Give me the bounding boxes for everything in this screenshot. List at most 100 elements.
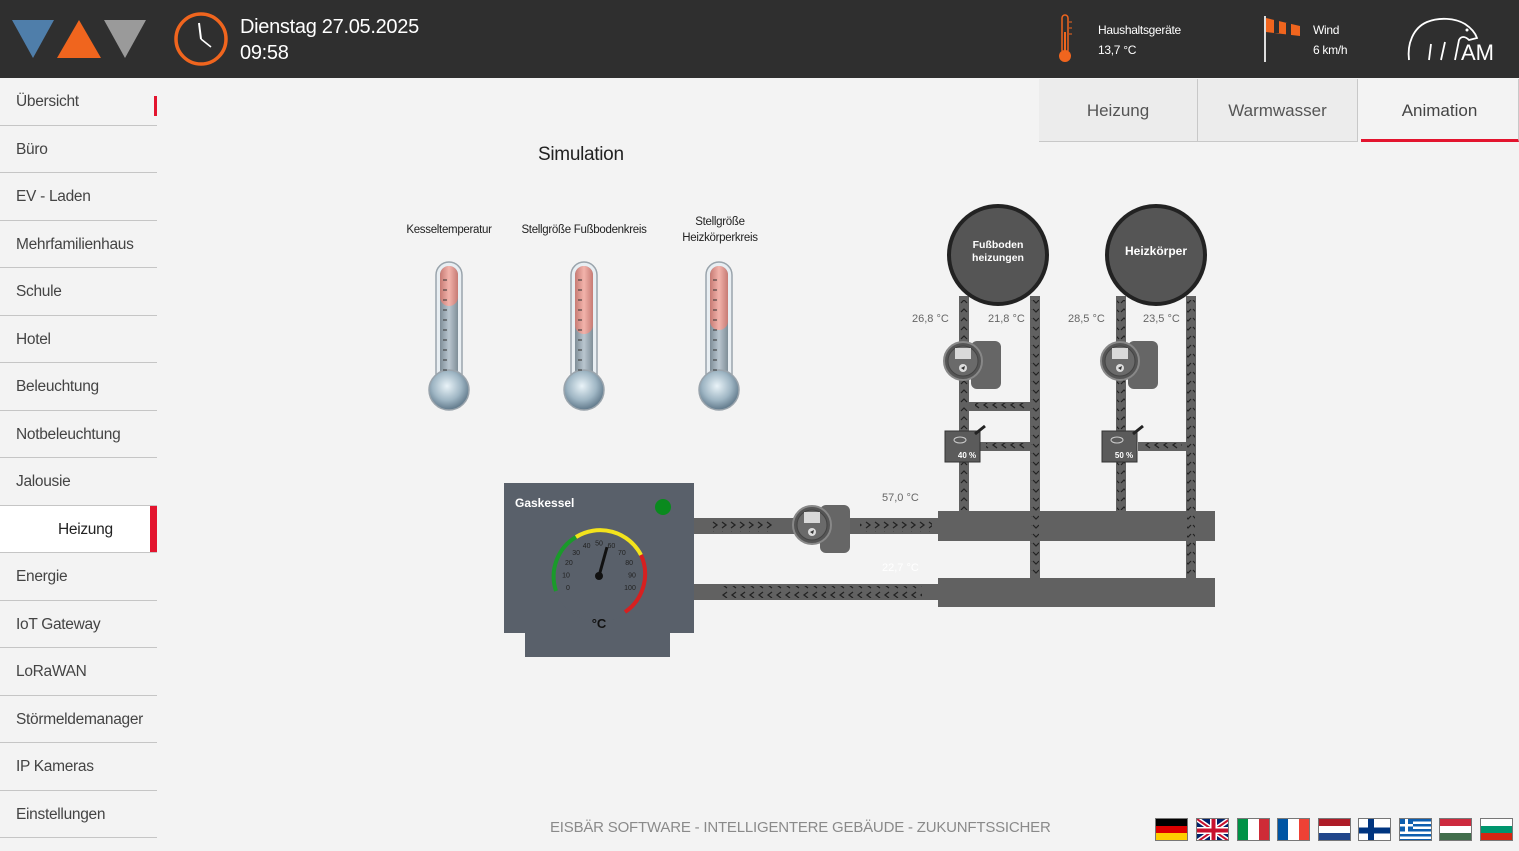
current-date: Dienstag 27.05.2025 bbox=[240, 16, 419, 38]
boiler-status-led bbox=[655, 499, 671, 515]
floor-heating-pump[interactable] bbox=[943, 340, 1002, 390]
flag-uk-icon[interactable] bbox=[1196, 818, 1229, 841]
floor-heating-valve-position: 40 % bbox=[958, 451, 976, 460]
eisbaer-brand-logo: AM bbox=[1407, 17, 1494, 64]
sidebar-item-notbeleuchtung[interactable]: Notbeleuchtung bbox=[0, 410, 157, 458]
flag-gr-icon[interactable] bbox=[1399, 818, 1432, 841]
wind-value: 6 km/h bbox=[1313, 43, 1348, 57]
sidebar-item-label: EV - Laden bbox=[16, 188, 91, 205]
sidebar-item-iot-gateway[interactable]: IoT Gateway bbox=[0, 600, 157, 648]
flag-fi-icon[interactable] bbox=[1358, 818, 1391, 841]
radiator-valve-position: 50 % bbox=[1115, 451, 1133, 460]
radiator-consumer[interactable] bbox=[1105, 204, 1207, 306]
supply-manifold bbox=[938, 511, 1215, 541]
flag-nl-icon[interactable] bbox=[1318, 818, 1351, 841]
appliances-label: Haushaltsgeräte bbox=[1098, 23, 1181, 37]
date-time: Dienstag 27.05.2025 09:58 bbox=[240, 14, 419, 66]
flag-it-icon[interactable] bbox=[1237, 818, 1270, 841]
clock-icon bbox=[174, 12, 228, 66]
supply-temperature: 57,0 °C bbox=[882, 492, 919, 504]
consumer-label-line: Heizkörper bbox=[1125, 244, 1187, 258]
sidebar-item-label: Schule bbox=[16, 283, 62, 300]
sidebar-item-stoermeldemanager[interactable]: Störmeldemanager bbox=[0, 695, 157, 743]
gauge-tick-label: 90 bbox=[628, 572, 636, 579]
flag-fr-icon[interactable] bbox=[1277, 818, 1310, 841]
sidebar-item-label: IoT Gateway bbox=[16, 615, 101, 633]
gauge-unit: °C bbox=[592, 616, 607, 631]
radiator-mixing-valve[interactable] bbox=[1101, 424, 1144, 463]
sidebar-item-label: Beleuchtung bbox=[16, 378, 99, 395]
windsock-icon bbox=[1264, 16, 1300, 62]
sidebar-item-label: Hotel bbox=[16, 330, 51, 348]
floor-heating-return-temp: 21,8 °C bbox=[988, 313, 1025, 325]
appliances-stat: Haushaltsgeräte 13,7 °C bbox=[1098, 20, 1181, 60]
gauge-tick-label: 0 bbox=[566, 585, 570, 592]
wind-label: Wind bbox=[1313, 23, 1340, 37]
sidebar-item-beleuchtung[interactable]: Beleuchtung bbox=[0, 363, 157, 411]
active-marker bbox=[154, 96, 157, 116]
flag-bg-icon[interactable] bbox=[1480, 818, 1513, 841]
footer-tagline: EISBÄR SOFTWARE - INTELLIGENTERE GEBÄUDE… bbox=[550, 819, 1051, 836]
label-line: Kesseltemperatur bbox=[406, 224, 492, 236]
gauge-tick-label: 60 bbox=[608, 543, 616, 550]
flag-hu-icon[interactable] bbox=[1439, 818, 1472, 841]
sidebar-item-ip-kameras[interactable]: IP Kameras bbox=[0, 743, 157, 791]
thermometer-boiler bbox=[428, 261, 470, 411]
consumer-label-line: Fußboden bbox=[973, 239, 1024, 251]
sidebar-item-label: Heizung bbox=[58, 520, 113, 538]
return-manifold bbox=[938, 578, 1215, 607]
gauge-tick-label: 30 bbox=[572, 550, 580, 557]
gauge-tick-label: 80 bbox=[625, 560, 633, 567]
tab-heizung[interactable]: Heizung bbox=[1039, 79, 1198, 142]
label-line: Heizkörperkreis bbox=[682, 232, 758, 244]
sidebar-item-energie[interactable]: Energie bbox=[0, 553, 157, 601]
gauge-tick-label: 40 bbox=[583, 543, 591, 550]
boiler-label: Gaskessel bbox=[515, 496, 574, 510]
floor-heating-mixing-valve[interactable] bbox=[944, 424, 986, 463]
radiator-pump[interactable] bbox=[1100, 340, 1159, 390]
sidebar-item-schule[interactable]: Schule bbox=[0, 268, 157, 316]
sidebar-item-lorawan[interactable]: LoRaWAN bbox=[0, 648, 157, 696]
sidebar-item-label: Jalousie bbox=[16, 473, 71, 490]
gauge-tick-label: 10 bbox=[562, 572, 570, 579]
floor-heating-consumer[interactable] bbox=[947, 204, 1049, 306]
sidebar-item-label: Mehrfamilienhaus bbox=[16, 235, 134, 253]
radiator-flow-temp: 28,5 °C bbox=[1068, 313, 1105, 325]
consumer-label-line: heizungen bbox=[972, 252, 1024, 264]
sidebar-item-label: Büro bbox=[16, 140, 48, 158]
brand-text: AM bbox=[1461, 40, 1494, 64]
floor-heating-flow-temp: 26,8 °C bbox=[912, 313, 949, 325]
sidebar-item-heizung[interactable]: Heizung bbox=[0, 505, 157, 553]
boiler-pump[interactable] bbox=[792, 504, 851, 554]
thermometer-label-floor: Stellgröße Fußbodenkreis bbox=[514, 222, 654, 238]
sidebar-item-jalousie[interactable]: Jalousie bbox=[0, 458, 157, 506]
simulation-title: Simulation bbox=[538, 144, 624, 165]
gauge-tick-label: 70 bbox=[618, 550, 626, 557]
flag-de-icon[interactable] bbox=[1155, 818, 1188, 841]
sidebar-item-label: Einstellungen bbox=[16, 805, 106, 823]
sidebar-item-ev-laden[interactable]: EV - Laden bbox=[0, 173, 157, 221]
wind-stat: Wind 6 km/h bbox=[1313, 20, 1348, 60]
radiator-return-temp: 23,5 °C bbox=[1143, 313, 1180, 325]
app-logo[interactable] bbox=[12, 18, 148, 60]
sidebar-item-uebersicht[interactable]: Übersicht bbox=[0, 78, 157, 126]
thermometer-label-boiler: Kesseltemperatur bbox=[399, 222, 499, 238]
sidebar-item-einstellungen[interactable]: Einstellungen bbox=[0, 790, 157, 838]
gauge-tick-label: 50 bbox=[595, 541, 603, 548]
tab-animation[interactable]: Animation bbox=[1361, 79, 1519, 142]
top-bar: Dienstag 27.05.2025 09:58 Haushaltsgerät… bbox=[0, 0, 1519, 78]
tab-warmwasser[interactable]: Warmwasser bbox=[1198, 79, 1358, 142]
sidebar-item-buero[interactable]: Büro bbox=[0, 125, 157, 173]
appliances-value: 13,7 °C bbox=[1098, 43, 1137, 57]
sidebar-item-mehrfamilienhaus[interactable]: Mehrfamilienhaus bbox=[0, 220, 157, 268]
thermometer-floor-heating bbox=[563, 261, 605, 411]
sidebar-item-hotel[interactable]: Hotel bbox=[0, 315, 157, 363]
sidebar-item-label: IP Kameras bbox=[16, 758, 94, 775]
gauge-tick-label: 100 bbox=[624, 585, 636, 592]
thermometer-radiator bbox=[698, 261, 740, 411]
sidebar-item-label: Übersicht bbox=[16, 93, 79, 110]
sidebar-nav: Übersicht Büro EV - Laden Mehrfamilienha… bbox=[0, 78, 157, 851]
